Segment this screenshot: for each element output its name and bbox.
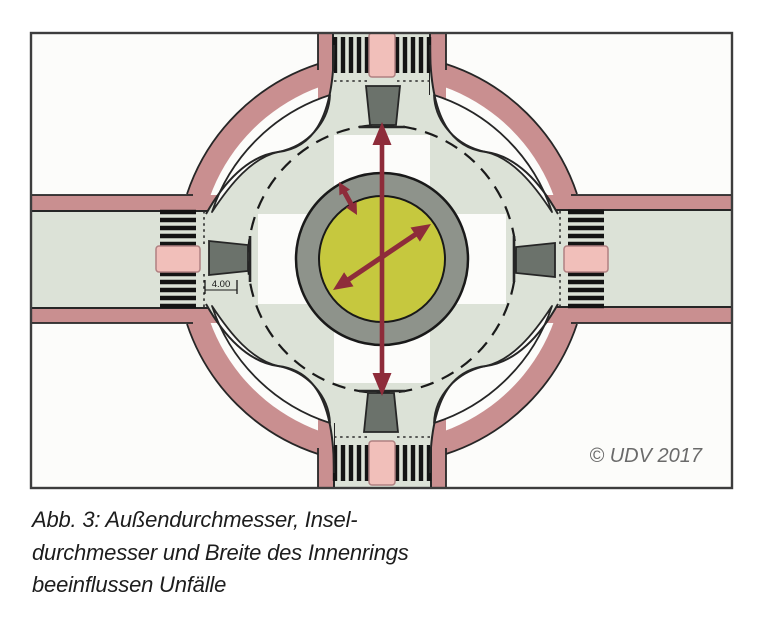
splitter-island-body — [365, 85, 401, 126]
pedestrian-refuge-island — [368, 33, 396, 78]
island-diameter-arrow — [333, 224, 431, 290]
sidewalk-ring-outer-edge — [445, 63, 578, 195]
splitter-island — [359, 85, 405, 129]
corner-flare-fill — [430, 45, 558, 214]
arrow-head-up-icon — [372, 122, 392, 145]
zebra-crossing — [332, 37, 432, 73]
caption-line-3: beeinflussen Unfälle — [32, 572, 227, 597]
flare-edge-line — [429, 44, 559, 215]
figure-frame-border — [29, 31, 734, 490]
arrow-head-down-icon — [372, 373, 392, 396]
arrow-head-small-down-icon — [346, 201, 357, 215]
inner-ring-width-arrow — [339, 182, 357, 215]
measurement-arrows — [333, 122, 431, 396]
caption-line-1: Abb. 3: Außendurchmesser, Insel- — [32, 507, 358, 532]
arrow-head-small-up-icon — [339, 182, 350, 196]
junction-corner — [429, 44, 578, 215]
dimension-annotation: 4.00 — [204, 279, 238, 294]
copyright-notice: © UDV 2017 — [589, 445, 702, 467]
arrow-head-upright-icon — [410, 224, 431, 242]
inner-ring-width-arrow-shaft — [341, 188, 355, 209]
arrow-head-downleft-icon — [333, 272, 354, 290]
island-diameter-arrow-shaft — [344, 230, 420, 284]
figure-caption: Abb. 3: Außendurchmesser, Insel- durchme… — [32, 504, 452, 602]
dimension-label: 4.00 — [212, 279, 231, 290]
caption-line-2: durchmesser und Breite des Innenrings — [32, 539, 409, 565]
